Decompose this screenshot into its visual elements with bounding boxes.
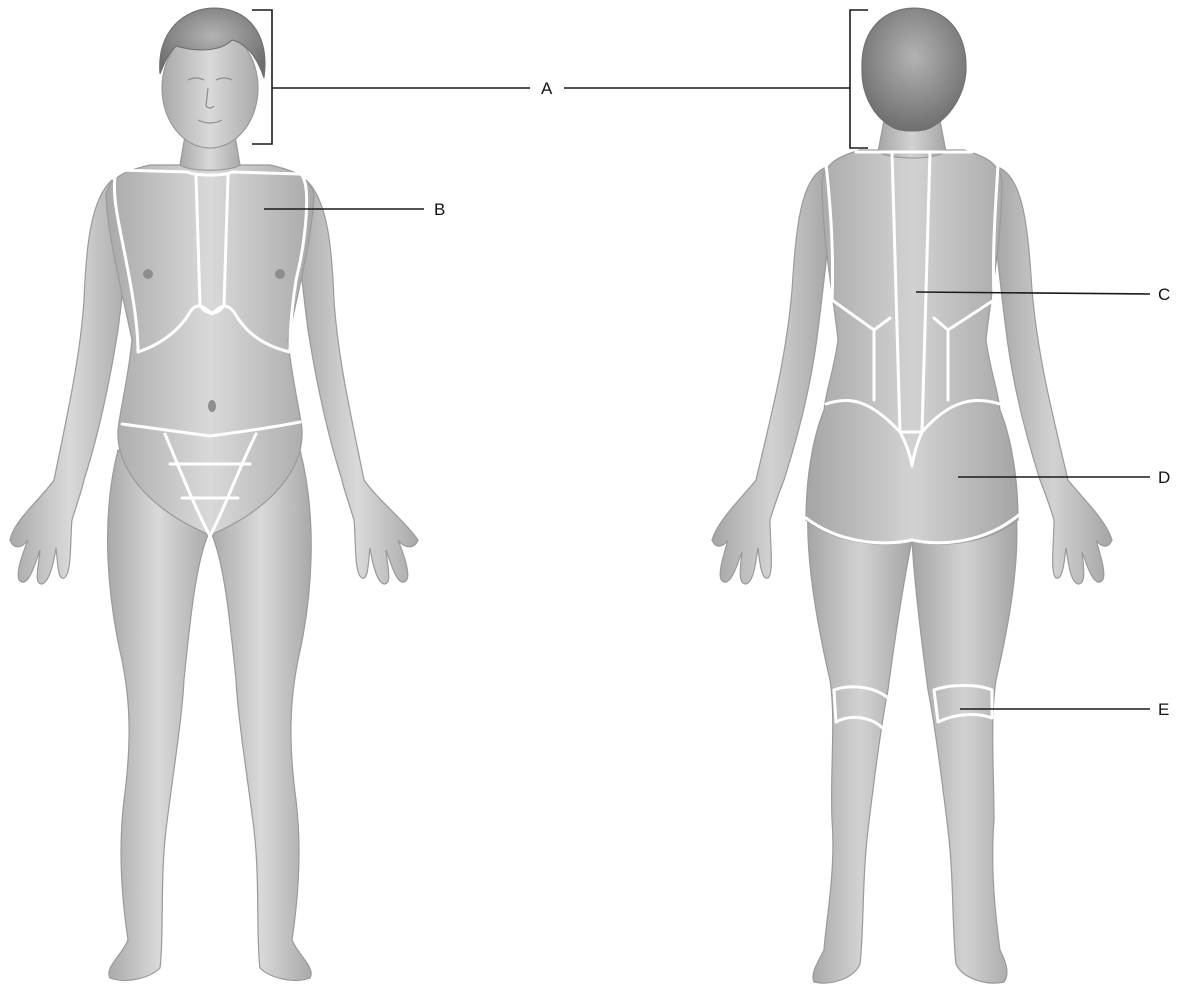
back-hair: [862, 8, 966, 131]
front-right-arm: [296, 180, 418, 584]
back-left-leg: [808, 510, 912, 983]
front-figure: [10, 8, 418, 980]
label-b: B: [434, 200, 445, 219]
label-a: A: [541, 79, 553, 98]
label-d: D: [1158, 468, 1170, 487]
front-left-leg: [108, 450, 210, 980]
back-figure: [712, 8, 1112, 983]
front-right-leg: [210, 450, 311, 980]
label-e: E: [1158, 700, 1169, 719]
back-right-leg: [912, 510, 1017, 983]
label-c: C: [1158, 285, 1170, 304]
back-torso: [806, 150, 1018, 544]
